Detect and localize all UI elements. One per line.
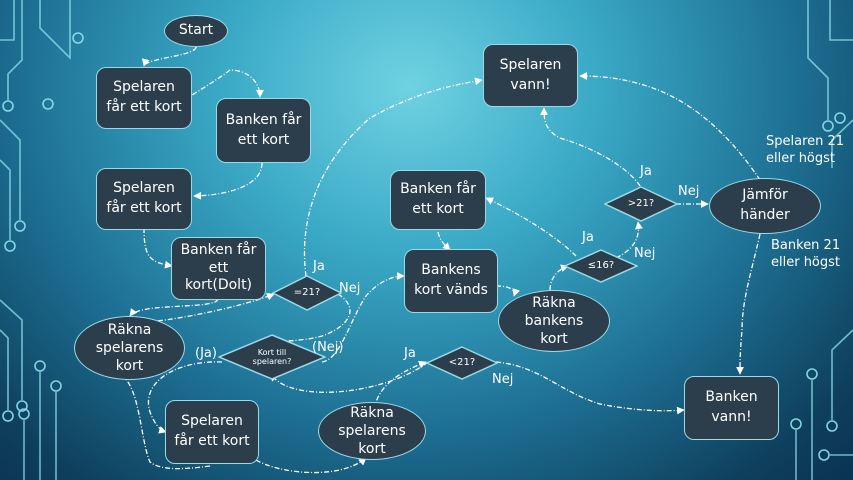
edge-dle16-dgt21 (615, 221, 643, 259)
compare-hands-node: Jämför händer (709, 178, 821, 234)
edge-dgt21-pwin (540, 107, 641, 187)
diamond-shape (564, 249, 638, 283)
bank-card-revealed-node: Bankens kort vänds (404, 249, 498, 313)
edge-dlt21-bwin (495, 361, 685, 415)
decision-label: >21? (627, 198, 655, 209)
bank-gets-card-loop-node: Banken får ett kort (390, 170, 486, 230)
edge-d21-pwin (303, 77, 483, 277)
label-bank-21-or-highest: Banken 21 eller högst (771, 238, 841, 270)
start-node: Start (164, 15, 228, 47)
label-nej-lt21: Nej (492, 372, 514, 387)
edge-cmp-bwin (736, 233, 761, 375)
diamond-shape (218, 334, 326, 380)
edge-p1-b1 (183, 69, 264, 101)
player-won-node: Spelaren vann! (483, 44, 578, 107)
decision-label: Kort till spelaren? (252, 347, 292, 366)
bank-gets-card-node: Banken får ett kort (216, 98, 311, 163)
decision-card-to-player: Kort till spelaren? (218, 334, 326, 380)
label-nej-gt21: Nej (678, 184, 700, 199)
edge-dlt21-dkort (269, 361, 429, 393)
decision-less-than-21: <21? (426, 346, 498, 380)
edge-p2-b2 (143, 227, 173, 269)
player-gets-card-node: Spelaren får ett kort (96, 67, 192, 129)
count-player-cards-node: Räkna spelarens kort (74, 316, 185, 380)
diamond-shape (426, 346, 498, 380)
player-gets-extra-card-node: Spelaren får ett kort (165, 400, 259, 464)
edge-cmp-pwin (579, 72, 761, 181)
label-ja-lt21: Ja (404, 346, 416, 361)
label-ja-kort: (Ja) (195, 346, 217, 361)
count-player-cards-again-node: Räkna spelarens kort (318, 402, 426, 460)
bank-gets-hidden-card-node: Banken får ett kort(Dolt) (171, 237, 266, 300)
edge-dkort-bturn (321, 272, 405, 363)
decision-greater-than-21: >21? (604, 186, 678, 222)
edge-p3-rs2 (255, 457, 367, 474)
decision-label: <21? (448, 357, 476, 368)
label-nej-le16: Nej (634, 246, 656, 261)
edge-p3-rs1 (117, 372, 211, 470)
bank-won-node: Banken vann! (684, 376, 779, 440)
edge-dle16-bget (485, 197, 577, 257)
diamond-shape (272, 275, 342, 311)
decision-at-most-16: ≤16? (564, 249, 638, 283)
diamond-shape (604, 186, 678, 222)
label-ja-21: Ja (313, 259, 325, 274)
edge-start-p1 (141, 46, 197, 67)
edge-rb-dle16 (549, 264, 569, 291)
edge-bturn-rb (495, 285, 520, 297)
label-nej-kort: (Nej) (312, 340, 344, 355)
decision-label: =21? (293, 287, 321, 298)
label-player-21-or-highest: Spelaren 21 eller högst (766, 134, 845, 166)
count-bank-cards-node: Räkna bankens kort (498, 290, 610, 352)
label-nej-21: Nej (339, 281, 361, 296)
player-gets-second-card-node: Spelaren får ett kort (96, 168, 192, 230)
edge-dkort-p3 (147, 361, 223, 434)
edge-bget-bturn (437, 231, 451, 251)
edge-b1-p2 (193, 162, 263, 200)
label-ja-le16: Ja (582, 230, 594, 245)
decision-label: ≤16? (587, 260, 615, 271)
decision-equals-21: =21? (272, 275, 342, 311)
label-ja-gt21: Ja (640, 164, 652, 179)
edge-b2-rs1 (129, 298, 219, 317)
